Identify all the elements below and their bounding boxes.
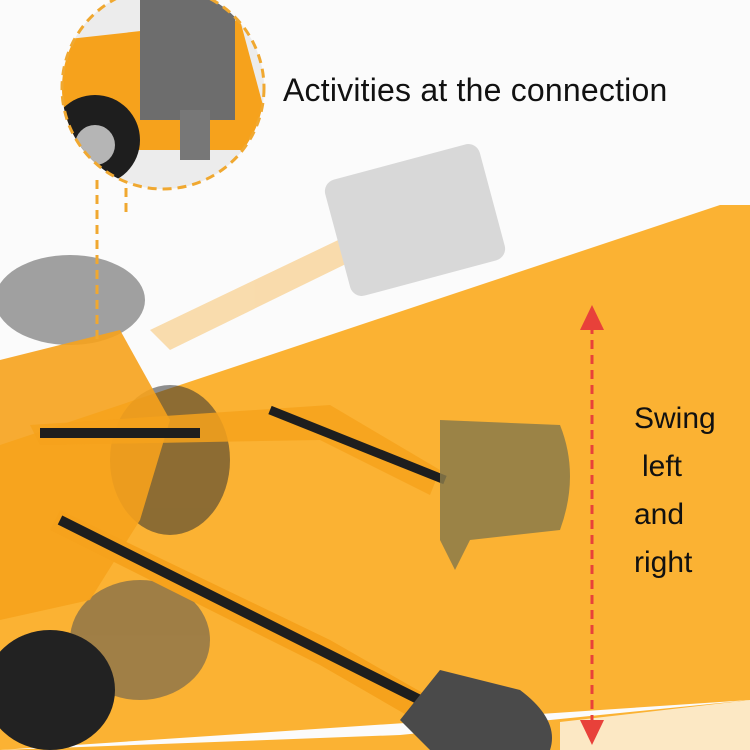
swing-caption-line: Swing [634, 402, 716, 435]
swing-caption-line: left [642, 450, 683, 483]
excavator-body [0, 330, 170, 620]
middle-bucket [440, 420, 570, 570]
detail-callout [60, 0, 266, 191]
callout-caption: Activities at the connection [283, 72, 668, 108]
middle-arm [30, 405, 570, 570]
double-headed-arrow-icon [580, 305, 604, 745]
swing-caption-line: right [634, 546, 693, 579]
faded-arm-top [150, 144, 506, 350]
cream-bottom [560, 700, 750, 750]
lower-arm [50, 510, 552, 750]
lower-bucket [400, 670, 552, 750]
swing-caption: Swing left and right [634, 395, 716, 587]
wheel [0, 630, 115, 750]
swing-caption-line: and [634, 498, 685, 531]
